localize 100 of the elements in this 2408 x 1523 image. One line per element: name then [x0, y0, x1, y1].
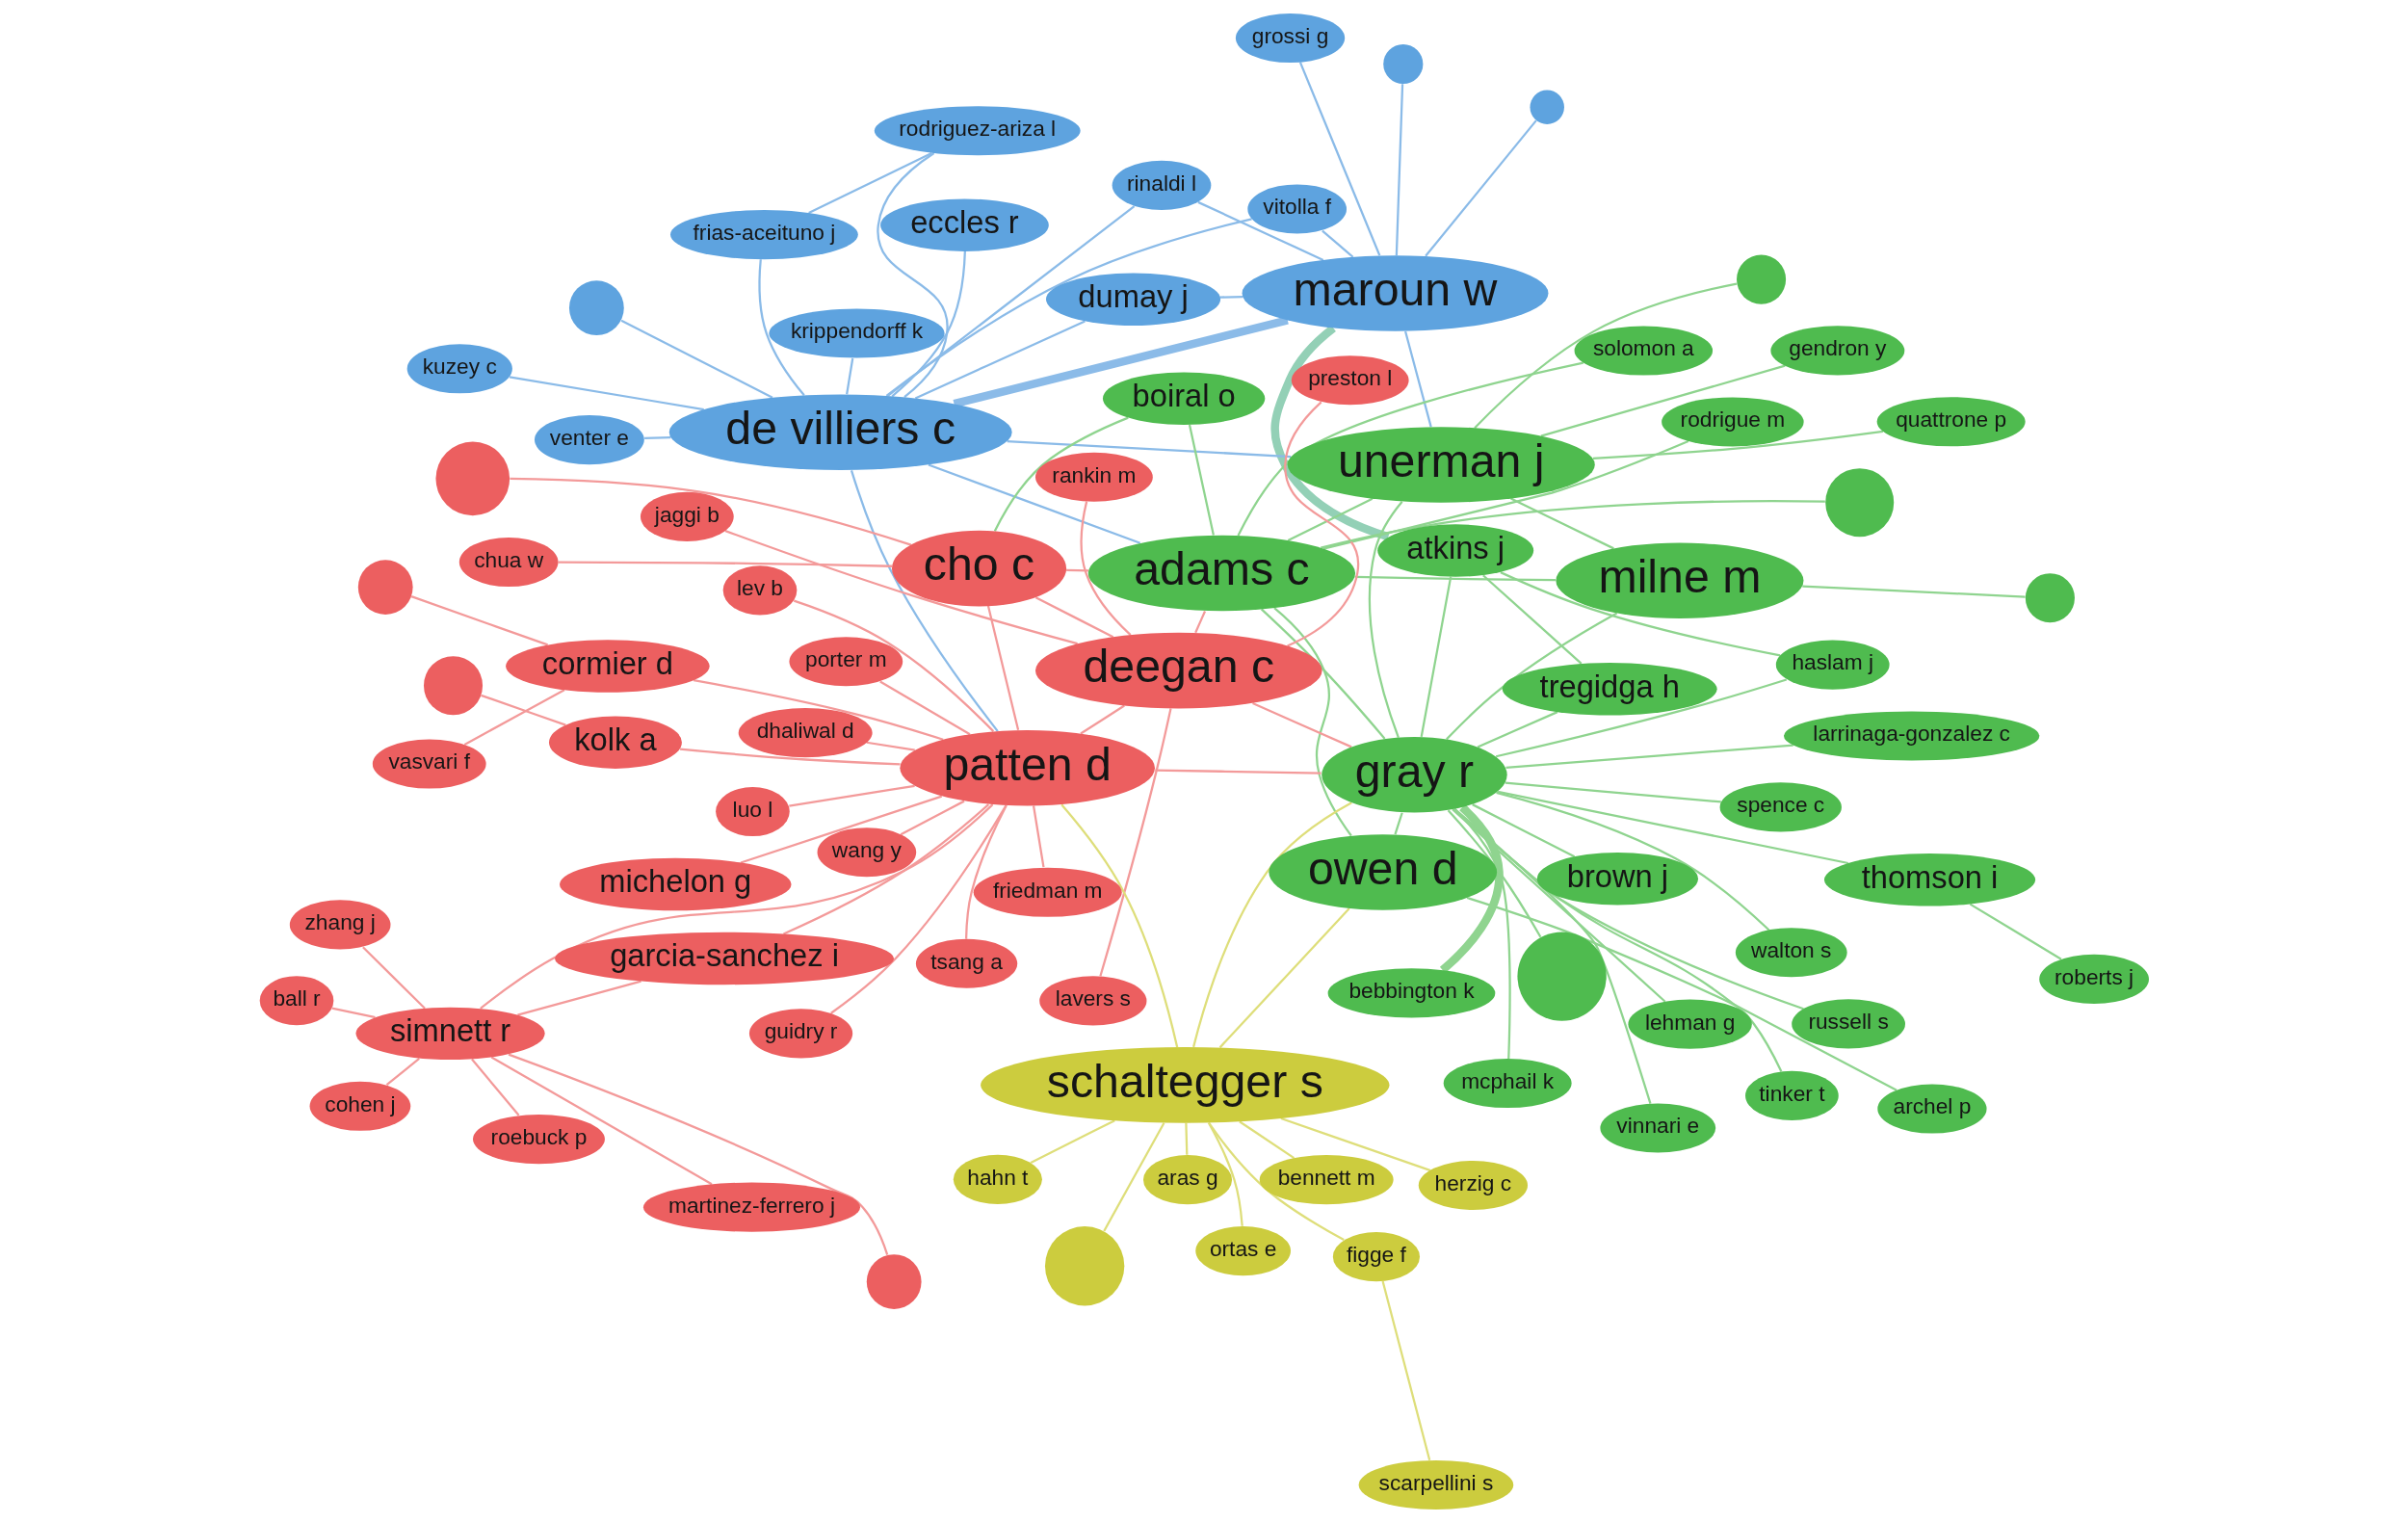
connector — [1368, 501, 1403, 739]
connector — [793, 599, 994, 732]
node-ellipse: gray r — [1321, 737, 1507, 813]
connector — [330, 1007, 376, 1019]
node-ellipse: guidry r — [748, 1009, 852, 1059]
node-ellipse: maroun w — [1242, 255, 1548, 331]
connector — [1298, 62, 1380, 256]
connector — [1207, 1122, 1345, 1242]
connector — [558, 561, 892, 567]
connector — [845, 357, 853, 395]
node-ellipse: figge f — [1332, 1232, 1420, 1282]
node-ellipse: quattrone p — [1876, 397, 2026, 447]
connector — [886, 205, 1135, 397]
node-ellipse: walton s — [1735, 928, 1847, 978]
connector — [1466, 896, 1898, 1091]
connector — [757, 259, 805, 396]
node-ellipse: roberts j — [2038, 954, 2149, 1004]
node-ellipse: tsang a — [915, 938, 1017, 988]
connector — [885, 218, 1252, 397]
node-ellipse: ortas e — [1194, 1226, 1291, 1276]
connector — [1592, 430, 1883, 460]
node-circle — [1736, 254, 1786, 304]
node-ellipse: vitolla f — [1246, 184, 1347, 234]
node-ellipse: solomon a — [1574, 326, 1713, 376]
connector — [463, 689, 564, 746]
connector — [986, 605, 1019, 730]
connector — [1439, 803, 1504, 974]
connector — [1509, 497, 1614, 550]
connector — [479, 803, 993, 1010]
node-ellipse: herzig c — [1418, 1160, 1528, 1211]
node-ellipse: rodrigue m — [1661, 397, 1804, 447]
connector — [620, 319, 772, 399]
connector — [1034, 596, 1113, 639]
node-ellipse: cormier d — [505, 640, 710, 693]
connector — [1381, 1280, 1430, 1460]
connector — [510, 477, 911, 546]
node-ellipse: lehman g — [1627, 999, 1752, 1049]
node-ellipse: de villiers c — [668, 394, 1012, 470]
node-ellipse: mcphail k — [1443, 1058, 1572, 1109]
connector — [1251, 702, 1352, 748]
node-circle — [866, 1254, 922, 1309]
connector — [1280, 1116, 1430, 1171]
node-ellipse: roebuck p — [472, 1115, 605, 1165]
connector — [1154, 769, 1322, 775]
connector — [679, 748, 901, 766]
node-circle — [434, 441, 510, 516]
node-ellipse: aras g — [1142, 1155, 1232, 1205]
connector — [1447, 809, 1541, 938]
connector — [643, 435, 670, 440]
node-ellipse: haslam j — [1775, 640, 1890, 690]
connector — [1453, 808, 1804, 1011]
connector — [1191, 801, 1352, 1048]
node-ellipse: grossi g — [1235, 13, 1345, 64]
connector — [1505, 781, 1721, 803]
node-ellipse: ball r — [259, 976, 333, 1026]
node-ellipse: cohen j — [309, 1081, 410, 1131]
node-ellipse: chua w — [458, 537, 558, 588]
connector — [1236, 361, 1584, 537]
node-circle — [1824, 468, 1894, 538]
node-ellipse: luo l — [715, 786, 790, 837]
connector — [782, 803, 989, 935]
connector — [490, 1056, 712, 1186]
connector — [877, 152, 948, 398]
connector — [878, 680, 970, 736]
node-ellipse: venter e — [534, 415, 644, 465]
connector — [1207, 1122, 1243, 1226]
node-circle — [423, 656, 483, 716]
node-ellipse: vinnari e — [1599, 1103, 1715, 1153]
connector — [1445, 612, 1617, 741]
node-ellipse: friedman m — [973, 867, 1122, 917]
node-ellipse: frias-aceituno j — [669, 210, 858, 260]
connector — [1801, 585, 2026, 598]
node-ellipse: brown j — [1536, 853, 1698, 906]
connector — [807, 151, 932, 215]
node-ellipse: boiral o — [1102, 372, 1265, 425]
connector — [1495, 791, 1769, 932]
connector — [470, 1058, 519, 1116]
connector — [1453, 807, 1652, 1104]
connector — [1481, 574, 1582, 665]
connector — [1102, 1122, 1165, 1232]
connector — [1287, 497, 1373, 542]
node-ellipse: simnett r — [354, 1007, 545, 1061]
connector — [891, 251, 966, 398]
connector — [693, 679, 944, 741]
connector — [788, 784, 915, 807]
connector — [1505, 744, 1793, 769]
node-ellipse: bennett m — [1259, 1155, 1394, 1205]
node-ellipse: owen d — [1268, 834, 1497, 910]
connector — [1032, 805, 1045, 868]
node-ellipse: archel p — [1876, 1084, 1987, 1134]
node-ellipse: kuzey c — [406, 344, 512, 394]
connector — [385, 1058, 420, 1086]
connector — [993, 416, 1129, 532]
node-ellipse: wang y — [817, 827, 916, 878]
connector — [1065, 568, 1088, 572]
node-ellipse: lavers s — [1038, 976, 1146, 1026]
connector — [1393, 812, 1403, 835]
connector — [1424, 119, 1537, 257]
node-ellipse: eccles r — [879, 198, 1049, 251]
connector — [1540, 364, 1785, 437]
